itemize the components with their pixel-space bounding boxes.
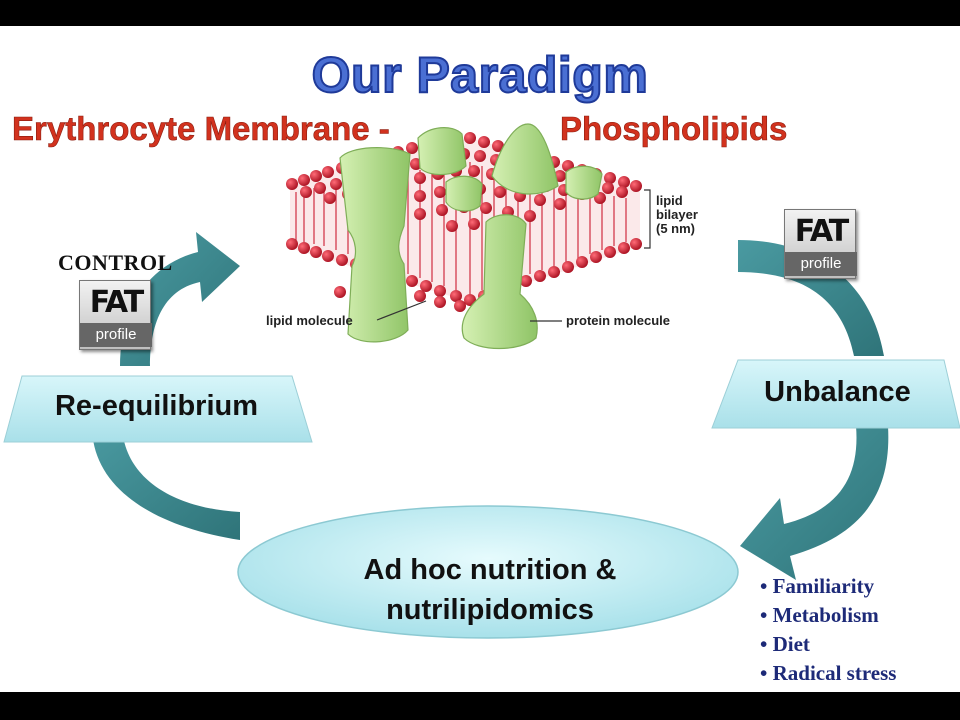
unbalance-label: Unbalance [764, 376, 911, 408]
fat-logo-mark: FAT [794, 214, 849, 249]
slide: Our Paradigm Erythrocyte Membrane - Phos… [0, 26, 960, 692]
subtitle-right: Phospholipids [560, 110, 788, 148]
fat-logo-mark: FAT [89, 285, 144, 320]
protein-large-left [339, 147, 411, 343]
membrane-illustration [286, 123, 651, 350]
factor-item: • Diet [760, 632, 810, 656]
fat-profile-logo-right: FAT profile [784, 209, 857, 279]
diagram-art [3, 123, 960, 639]
lipid-molecule-label: lipid molecule [266, 313, 353, 328]
nutrition-line-2: nutrilipidomics [386, 594, 594, 626]
factor-item: • Familiarity [760, 574, 875, 598]
control-label: CONTROL [58, 250, 173, 275]
nutrition-line-1: Ad hoc nutrition & [363, 554, 617, 586]
factor-item: • Metabolism [760, 603, 879, 627]
protein-right-small [565, 165, 603, 200]
protein-center-small [445, 175, 483, 212]
arrow-right-down [740, 426, 889, 580]
fat-logo-word: profile [80, 323, 152, 347]
re-equilibrium-box [3, 375, 313, 443]
letterbox-top [0, 0, 960, 26]
fat-logo-word: profile [785, 252, 857, 276]
protein-molecule-label: protein molecule [566, 313, 671, 328]
nutrition-label: Ad hoc nutrition & nutrilipidomics [250, 550, 730, 630]
arrow-bottom-left [92, 426, 240, 540]
nutrition-ellipse [237, 505, 739, 639]
bilayer-label-2: bilayer [656, 207, 698, 222]
re-equilibrium-label: Re-equilibrium [54, 390, 258, 422]
fat-profile-logo-left: FAT profile [79, 280, 152, 350]
protein-top-center [417, 127, 467, 176]
protein-top-right [491, 123, 559, 195]
letterbox-bottom [0, 692, 960, 720]
factor-item: • Radical stress [760, 661, 897, 685]
protein-bottom [461, 214, 538, 350]
arrow-top-right [738, 240, 884, 356]
bilayer-label-1: lipid [656, 193, 683, 208]
factor-list: • Familiarity • Metabolism • Diet • Radi… [760, 572, 896, 688]
subtitle-left: Erythrocyte Membrane - [12, 110, 390, 148]
slide-title: Our Paradigm [311, 46, 649, 104]
bilayer-label-3: (5 nm) [656, 221, 695, 236]
unbalance-box [711, 359, 960, 429]
